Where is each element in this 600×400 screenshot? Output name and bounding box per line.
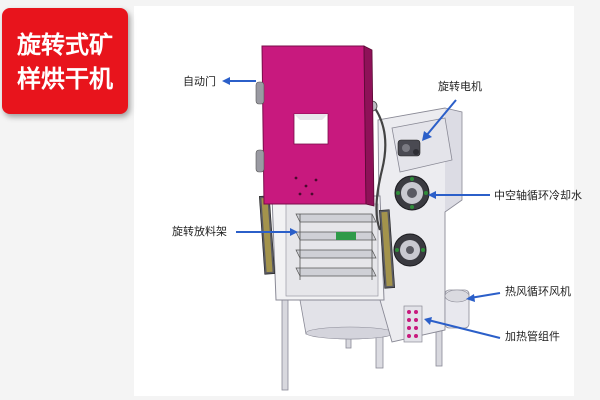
title-badge: 旋转式矿 样烘干机 (2, 8, 128, 114)
arrow-hot-air-fan (466, 292, 501, 302)
door-chain (371, 103, 387, 231)
arrow-rotary-rack (236, 228, 298, 236)
arrow-hollow-shaft (428, 191, 490, 199)
label-heating-tube: 加热管组件 (505, 330, 560, 343)
label-hollow-shaft-cooling: 中空轴循环冷却水 (494, 189, 582, 202)
title-line-2: 样烘干机 (17, 65, 113, 93)
arrow-auto-door (222, 77, 256, 85)
label-auto-door: 自动门 (183, 75, 216, 88)
label-rotary-rack: 旋转放料架 (172, 225, 227, 238)
heating-tube-panel (403, 305, 423, 343)
label-hot-air-fan: 热风循环风机 (505, 285, 571, 298)
arrow-rotary-motor (422, 99, 457, 141)
label-rotary-motor: 旋转电机 (438, 80, 482, 93)
rotary-rack (295, 213, 377, 280)
motor-housing (391, 117, 453, 173)
rear-leg-left (281, 299, 289, 391)
title-line-1: 旋转式矿 (17, 31, 113, 59)
arrow-heating-tube (424, 317, 501, 339)
